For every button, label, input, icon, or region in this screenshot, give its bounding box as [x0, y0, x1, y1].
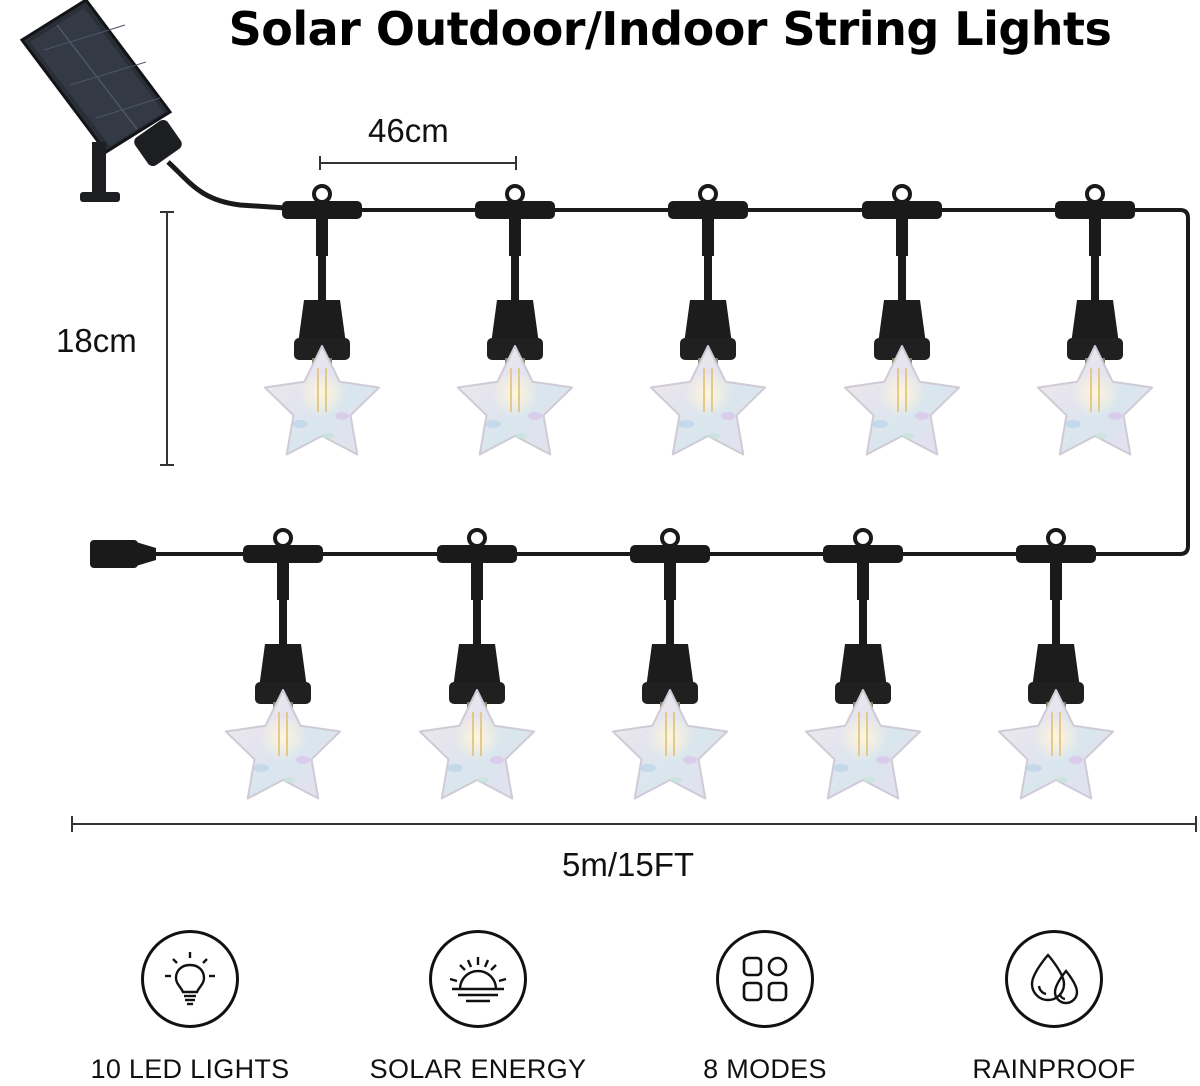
- feature-led-lights: 10 LED LIGHTS: [75, 930, 305, 1085]
- star-bulb: [224, 528, 342, 800]
- string-lights-illustration: [19, 0, 1197, 832]
- star-bulb: [418, 528, 536, 800]
- water-drops-icon: [1030, 953, 1079, 1005]
- spacing-label: 46cm: [368, 112, 449, 149]
- star-bulb: [1036, 184, 1154, 456]
- feature-label: SOLAR ENERGY: [369, 1054, 587, 1084]
- feature-solar-energy: SOLAR ENERGY: [363, 930, 593, 1085]
- feature-label: 8 MODES: [703, 1054, 827, 1084]
- length-label: 5m/15FT: [562, 846, 695, 883]
- page-title: Solar Outdoor/Indoor String Lights: [228, 2, 1112, 56]
- bulbs-top-row: [263, 184, 1154, 456]
- star-bulb: [997, 528, 1115, 800]
- drop-label: 18cm: [56, 322, 137, 359]
- cable: [90, 208, 1190, 568]
- star-bulb: [804, 528, 922, 800]
- spacing-dimension-line: [319, 156, 517, 170]
- solar-panel: [19, 0, 287, 211]
- drop-dimension-line: [160, 211, 174, 466]
- feature-rainproof: RAINPROOF: [939, 930, 1169, 1085]
- sun-icon: [449, 957, 507, 1003]
- star-bulb: [649, 184, 767, 456]
- feature-label: 10 LED LIGHTS: [90, 1054, 290, 1084]
- feature-8-modes: 8 MODES: [650, 930, 880, 1085]
- star-bulb: [456, 184, 574, 456]
- length-dimension-line: [71, 816, 1197, 832]
- star-bulb: [263, 184, 381, 456]
- bulbs-bottom-row: [224, 528, 1115, 800]
- feature-label: RAINPROOF: [972, 1054, 1136, 1084]
- star-bulb: [843, 184, 961, 456]
- bulb-icon: [165, 952, 215, 1006]
- modes-grid-icon: [742, 956, 788, 1002]
- star-bulb: [611, 528, 729, 800]
